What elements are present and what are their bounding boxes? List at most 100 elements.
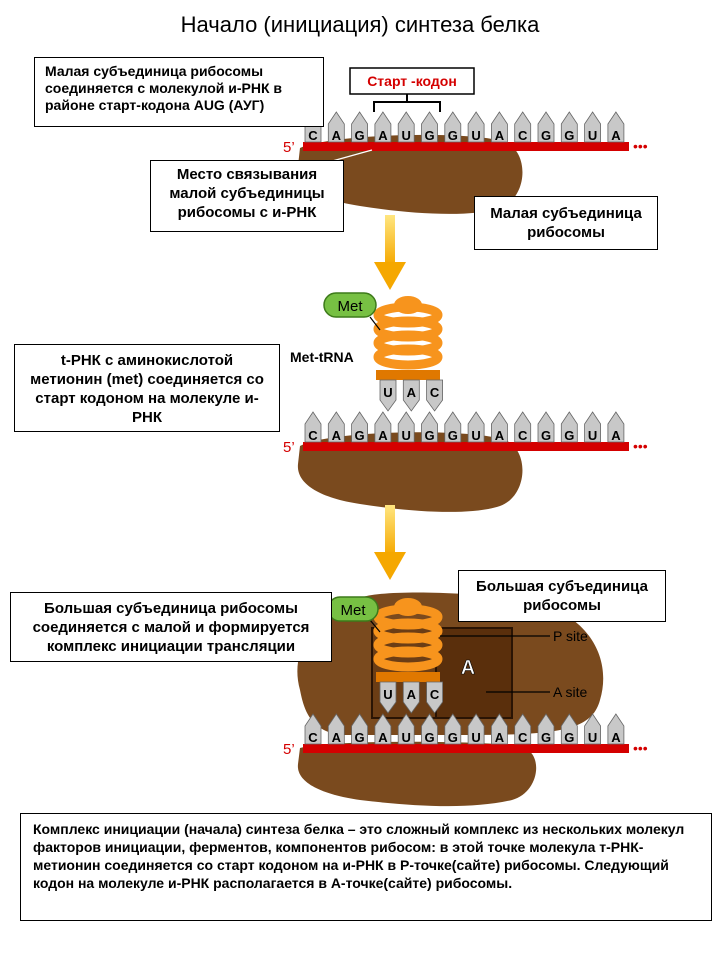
base-A: A: [491, 713, 508, 745]
svg-text:A: A: [332, 730, 342, 745]
base-A: A: [607, 713, 625, 745]
svg-text:A: A: [378, 128, 388, 143]
a-site-label: A site: [553, 684, 587, 700]
base-G: G: [444, 411, 462, 443]
svg-text:A: A: [378, 730, 388, 745]
p-site-label: P site: [553, 628, 588, 644]
anticodon-base-A: A: [402, 681, 420, 714]
box-binding-site: Место связывания малой субъединицы рибос…: [150, 160, 344, 232]
svg-text:C: C: [308, 128, 318, 143]
base-U: U: [467, 111, 485, 143]
base-A: A: [327, 111, 345, 143]
svg-text:A: A: [495, 128, 505, 143]
base-C: C: [514, 411, 532, 443]
svg-text:U: U: [471, 428, 480, 443]
met-label-3: Met: [340, 602, 366, 619]
base-G: G: [560, 713, 578, 745]
svg-text:C: C: [308, 428, 318, 443]
base-U: U: [584, 111, 601, 143]
base-G: G: [537, 111, 555, 143]
svg-text:U: U: [588, 128, 597, 143]
box-small-subunit: Малая субъединица рибосомы: [474, 196, 658, 250]
anticodon-base-C: C: [426, 681, 443, 714]
mrna-backbone-2: [303, 442, 629, 451]
base-U: U: [584, 713, 601, 745]
mrna-continuation: •••: [633, 138, 648, 154]
svg-text:U: U: [471, 128, 480, 143]
five-prime-label: 5’: [283, 439, 295, 456]
base-G: G: [560, 111, 578, 143]
start-codon-label: Старт -кодон: [367, 73, 457, 89]
svg-text:U: U: [383, 385, 392, 400]
svg-text:G: G: [541, 428, 551, 443]
svg-text:C: C: [518, 428, 528, 443]
svg-text:G: G: [541, 730, 551, 745]
base-U: U: [397, 411, 415, 443]
svg-text:A: A: [611, 128, 621, 143]
svg-text:A: A: [611, 730, 621, 745]
base-A: A: [607, 111, 625, 143]
box-large-joins: Большая субъединица рибосомы соединяется…: [10, 592, 332, 662]
base-A: A: [491, 111, 508, 143]
start-codon-bracket: [373, 94, 441, 112]
anticodon-base-U: U: [379, 379, 397, 412]
base-A: A: [327, 713, 345, 745]
svg-text:A: A: [495, 730, 505, 745]
mrna-backbone-3: [303, 744, 629, 753]
base-U: U: [467, 411, 485, 443]
svg-text:G: G: [424, 730, 434, 745]
five-prime-label: 5’: [283, 741, 295, 758]
base-G: G: [421, 713, 438, 745]
summary-box: Комплекс инициации (начала) синтеза белк…: [20, 813, 712, 921]
base-G: G: [351, 411, 368, 443]
met-trna-label: Met-tRNA: [290, 349, 354, 365]
svg-text:G: G: [355, 428, 365, 443]
base-C: C: [514, 111, 532, 143]
base-C: C: [514, 713, 532, 745]
small-subunit-3: [297, 741, 537, 807]
anticodon-base-A: A: [402, 379, 420, 412]
svg-text:C: C: [430, 687, 440, 702]
box-trna: t-РНК с аминокислотой метионин (met) сое…: [14, 344, 280, 432]
page-title: Начало (инициация) синтеза белка: [180, 12, 540, 37]
svg-text:A: A: [332, 128, 342, 143]
mrna-backbone-1: [303, 142, 629, 151]
svg-text:A: A: [611, 428, 621, 443]
base-U: U: [397, 713, 415, 745]
svg-text:U: U: [402, 730, 411, 745]
svg-text:U: U: [402, 428, 411, 443]
base-A: A: [374, 411, 392, 443]
down-arrow-2: [374, 505, 406, 580]
svg-text:G: G: [355, 730, 365, 745]
start-codon-frame: [349, 67, 475, 95]
svg-text:U: U: [383, 687, 392, 702]
met-badge-2: [323, 292, 377, 318]
svg-text:C: C: [518, 730, 528, 745]
svg-text:G: G: [448, 730, 458, 745]
anticodon-base-U: U: [379, 681, 397, 714]
base-G: G: [537, 411, 555, 443]
base-G: G: [560, 411, 578, 443]
base-G: G: [351, 111, 368, 143]
svg-text:C: C: [518, 128, 528, 143]
svg-text:G: G: [564, 128, 574, 143]
svg-text:U: U: [471, 730, 480, 745]
anticodon-base-C: C: [426, 379, 443, 412]
base-G: G: [421, 411, 438, 443]
base-G: G: [444, 713, 462, 745]
svg-text:A: A: [407, 385, 417, 400]
box-large-subunit: Большая субъединица рибосомы: [458, 570, 666, 622]
base-U: U: [584, 411, 601, 443]
svg-text:G: G: [355, 128, 365, 143]
met-label-2: Met: [337, 298, 363, 315]
svg-text:G: G: [541, 128, 551, 143]
base-C: C: [304, 411, 322, 443]
